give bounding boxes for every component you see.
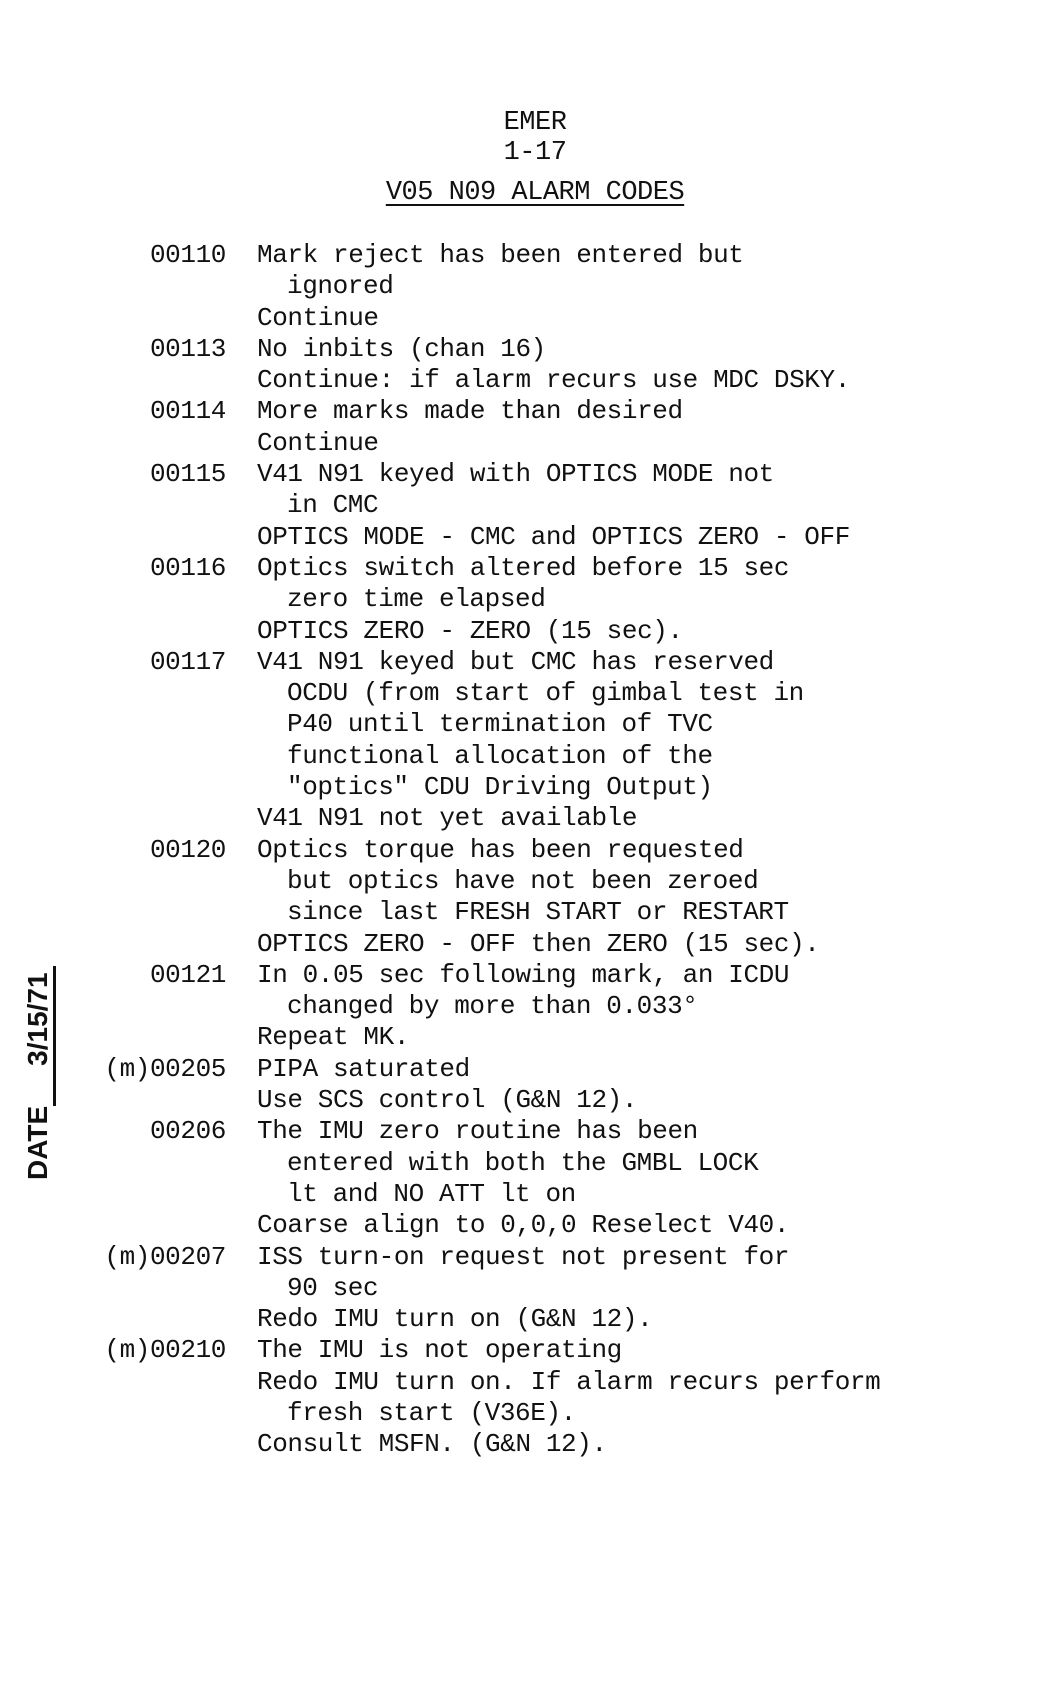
alarm-code: 00113	[149, 333, 226, 364]
alarm-description: since last FRESH START or RESTART	[287, 897, 789, 928]
alarm-description: in CMC	[287, 490, 379, 521]
alarm-description: Consult MSFN. (G&N 12).	[257, 1429, 607, 1460]
alarm-entry-line: Continue	[0, 428, 1056, 459]
alarm-entry-line: Continue	[0, 303, 1056, 334]
alarm-entry-line: since last FRESH START or RESTART	[0, 897, 1056, 928]
alarm-entry-line: P40 until termination of TVC	[0, 709, 1056, 740]
alarm-description: Mark reject has been entered but	[257, 240, 744, 270]
alarm-code: 00110	[149, 240, 226, 270]
alarm-description: V41 N91 keyed with OPTICS MODE not	[257, 459, 774, 490]
alarm-description: No inbits (chan 16)	[257, 333, 546, 364]
alarm-description: Redo IMU turn on. If alarm recurs perfor…	[257, 1366, 881, 1397]
alarm-entry-line: OPTICS ZERO - OFF then ZERO (15 sec).	[0, 929, 1056, 960]
alarm-description: entered with both the GMBL LOCK	[287, 1147, 759, 1178]
alarm-entry-line: 00121 In 0.05 sec following mark, an ICDU	[0, 960, 1056, 991]
alarm-description: zero time elapsed	[287, 584, 546, 615]
alarm-description: P40 until termination of TVC	[287, 709, 713, 740]
alarm-entry-line: 90 sec	[0, 1273, 1056, 1304]
alarm-entry-line: in CMC	[0, 490, 1056, 521]
alarm-entry-line: (m)00210 The IMU is not operating	[0, 1335, 1056, 1366]
alarm-code: 00117	[149, 646, 226, 677]
alarm-description: ignored	[287, 271, 394, 302]
alarm-code: (m)00205	[104, 1053, 226, 1084]
alarm-description: Continue	[257, 427, 379, 458]
alarm-description: Use SCS control (G&N 12).	[257, 1085, 638, 1116]
date-value: 3/15/71	[22, 966, 56, 1106]
alarm-entry-line: Redo IMU turn on. If alarm recurs perfor…	[0, 1367, 1056, 1398]
alarm-entry-line: 00113 No inbits (chan 16)	[0, 334, 1056, 365]
alarm-entry-line: Repeat MK.	[0, 1022, 1056, 1053]
alarm-code: (m)00207	[104, 1241, 226, 1272]
alarm-code: 00121	[149, 959, 226, 990]
alarm-description: PIPA saturated	[257, 1053, 470, 1084]
alarm-description: Continue	[257, 302, 379, 333]
alarm-description: Coarse align to 0,0,0 Reselect V40.	[257, 1210, 790, 1241]
page-number: 1-17	[503, 138, 567, 168]
alarm-description: lt and NO ATT lt on	[287, 1178, 576, 1209]
alarm-entry-line: "optics" CDU Driving Output)	[0, 772, 1056, 803]
alarm-description: OCDU (from start of gimbal test in	[287, 678, 804, 709]
alarm-entry-line: V41 N91 not yet available	[0, 803, 1056, 834]
alarm-entry-line: OCDU (from start of gimbal test in	[0, 678, 1056, 709]
alarm-entry-line: 00114 More marks made than desired	[0, 396, 1056, 427]
alarm-description: fresh start (V36E).	[287, 1397, 576, 1428]
alarm-description: changed by more than 0.033°	[287, 991, 698, 1022]
alarm-code: 00115	[149, 459, 226, 490]
alarm-description: The IMU is not operating	[257, 1335, 622, 1366]
alarm-code: 00114	[149, 396, 226, 427]
alarm-description: Redo IMU turn on (G&N 12).	[257, 1304, 653, 1335]
alarm-description: Optics switch altered before 15 sec	[257, 552, 790, 583]
alarm-entry-line: 00116 Optics switch altered before 15 sec	[0, 553, 1056, 584]
alarm-description: 90 sec	[287, 1272, 379, 1303]
alarm-entry-line: 00120 Optics torque has been requested	[0, 835, 1056, 866]
alarm-description: V41 N91 keyed but CMC has reserved	[257, 646, 774, 677]
alarm-entry-line: Redo IMU turn on (G&N 12).	[0, 1304, 1056, 1335]
alarm-description: More marks made than desired	[257, 396, 683, 427]
alarm-entry-line: lt and NO ATT lt on	[0, 1179, 1056, 1210]
alarm-description: OPTICS MODE - CMC and OPTICS ZERO - OFF	[257, 521, 850, 552]
alarm-description: OPTICS ZERO - OFF then ZERO (15 sec).	[257, 928, 820, 959]
date-label: DATE	[22, 1105, 53, 1180]
alarm-description: OPTICS ZERO - ZERO (15 sec).	[257, 615, 683, 646]
alarm-code: 00116	[149, 552, 226, 583]
alarm-description: ISS turn-on request not present for	[257, 1241, 790, 1272]
alarm-description: functional allocation of the	[287, 740, 713, 771]
alarm-entry-line: 00115 V41 N91 keyed with OPTICS MODE not	[0, 459, 1056, 490]
alarm-entry-line: 00110 Mark reject has been entered but	[0, 240, 1056, 271]
alarm-entry-line: zero time elapsed	[0, 584, 1056, 615]
alarm-entry-line: 00117 V41 N91 keyed but CMC has reserved	[0, 647, 1056, 678]
alarm-entry-line: Coarse align to 0,0,0 Reselect V40.	[0, 1210, 1056, 1241]
alarm-description: "optics" CDU Driving Output)	[287, 772, 713, 803]
alarm-entry-line: 00206 The IMU zero routine has been	[0, 1116, 1056, 1147]
alarm-entry-line: Use SCS control (G&N 12).	[0, 1085, 1056, 1116]
alarm-description: Continue: if alarm recurs use MDC DSKY.	[257, 365, 850, 396]
alarm-entry-line: Continue: if alarm recurs use MDC DSKY.	[0, 365, 1056, 396]
section-label: EMER	[503, 108, 567, 138]
alarm-entry-line: changed by more than 0.033°	[0, 991, 1056, 1022]
alarm-entry-line: entered with both the GMBL LOCK	[0, 1148, 1056, 1179]
alarm-description: Repeat MK.	[257, 1022, 410, 1053]
alarm-entry-line: (m)00207 ISS turn-on request not present …	[0, 1242, 1056, 1273]
alarm-description: V41 N91 not yet available	[257, 803, 638, 834]
alarm-description: Optics torque has been requested	[257, 834, 744, 865]
alarm-entry-line: OPTICS ZERO - ZERO (15 sec).	[0, 616, 1056, 647]
alarm-description: but optics have not been zeroed	[287, 865, 759, 896]
alarm-entry-line: functional allocation of the	[0, 741, 1056, 772]
alarm-code: (m)00210	[104, 1335, 226, 1366]
alarm-description: In 0.05 sec following mark, an ICDU	[257, 959, 790, 990]
alarm-entry-line: OPTICS MODE - CMC and OPTICS ZERO - OFF	[0, 522, 1056, 553]
alarm-code: 00120	[149, 834, 226, 865]
alarm-entry-line: ignored	[0, 271, 1056, 302]
alarm-description: The IMU zero routine has been	[257, 1116, 698, 1147]
alarm-entry-line: (m)00205 PIPA saturated	[0, 1054, 1056, 1085]
page-title: V05 N09 ALARM CODES	[385, 178, 685, 208]
alarm-code: 00206	[149, 1116, 226, 1147]
alarm-entry-line: Consult MSFN. (G&N 12).	[0, 1429, 1056, 1460]
date-stamp: DATE3/15/71	[22, 966, 56, 1180]
alarm-entry-line: fresh start (V36E).	[0, 1398, 1056, 1429]
alarm-entry-line: but optics have not been zeroed	[0, 866, 1056, 897]
